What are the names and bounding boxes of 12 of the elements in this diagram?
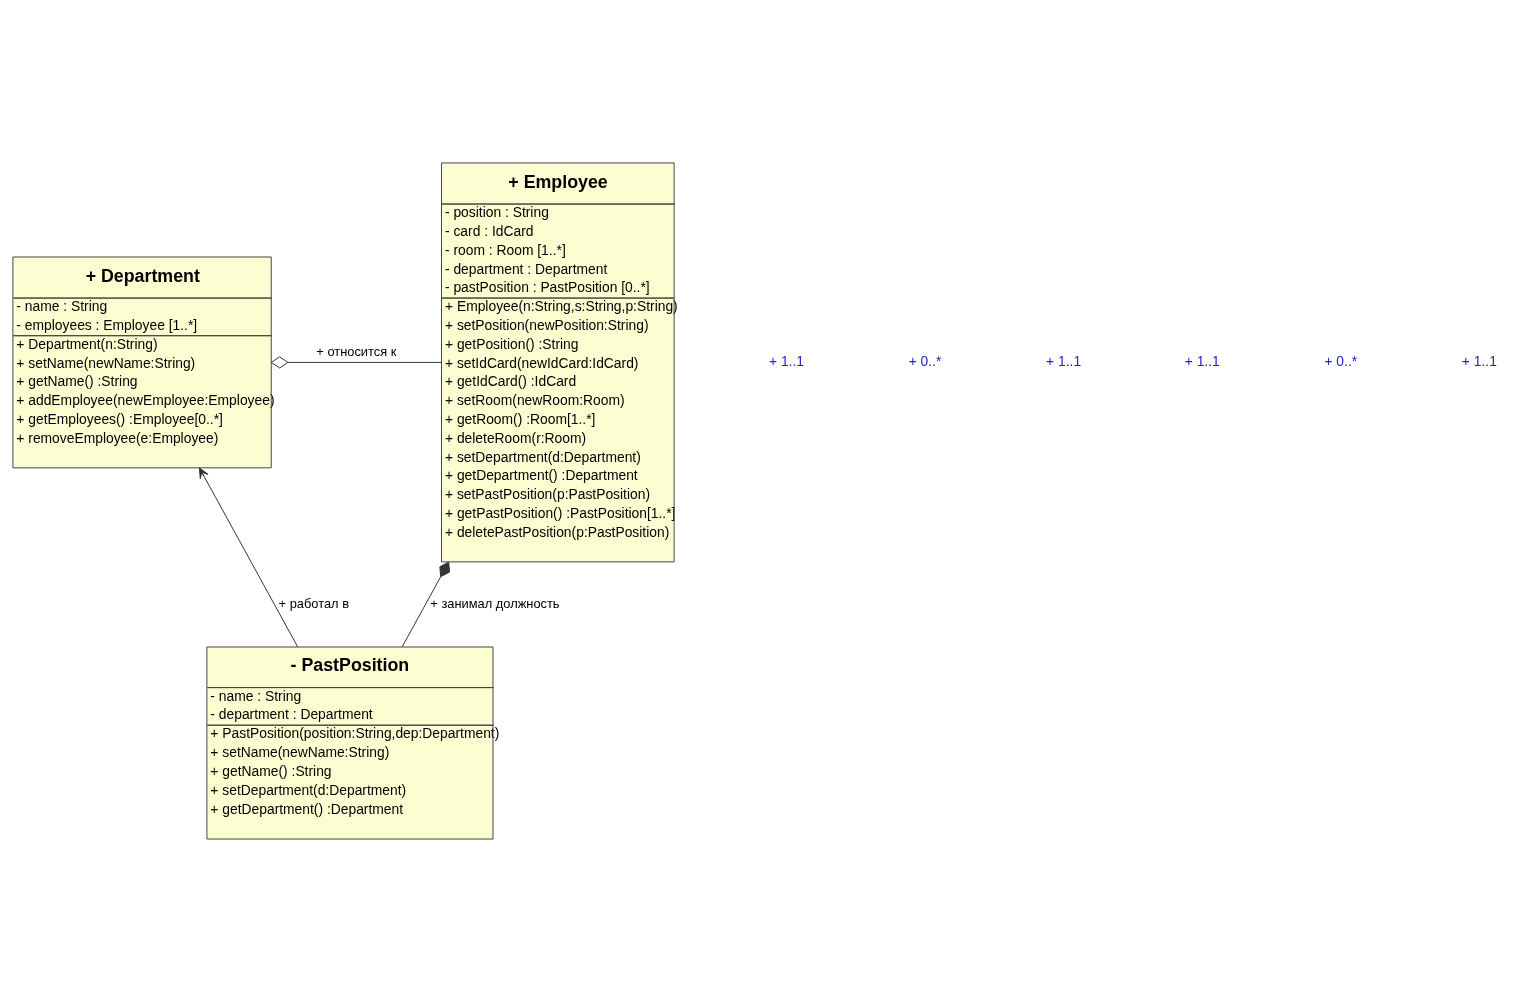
edge-label: + относится к: [316, 343, 397, 359]
label: + 0..*: [908, 352, 942, 369]
edge-label: + работал в: [278, 595, 350, 611]
connector: [401, 561, 451, 647]
label: + 1..1: [1046, 352, 1082, 369]
edge-label: + занимал должность: [430, 595, 560, 611]
connector: [270, 355, 442, 368]
label: + 1..1: [1184, 352, 1220, 369]
label: + 0..*: [1324, 352, 1358, 369]
label: + 1..1: [1461, 352, 1497, 369]
label: + 1..1: [768, 352, 804, 369]
arrow: [198, 466, 299, 647]
